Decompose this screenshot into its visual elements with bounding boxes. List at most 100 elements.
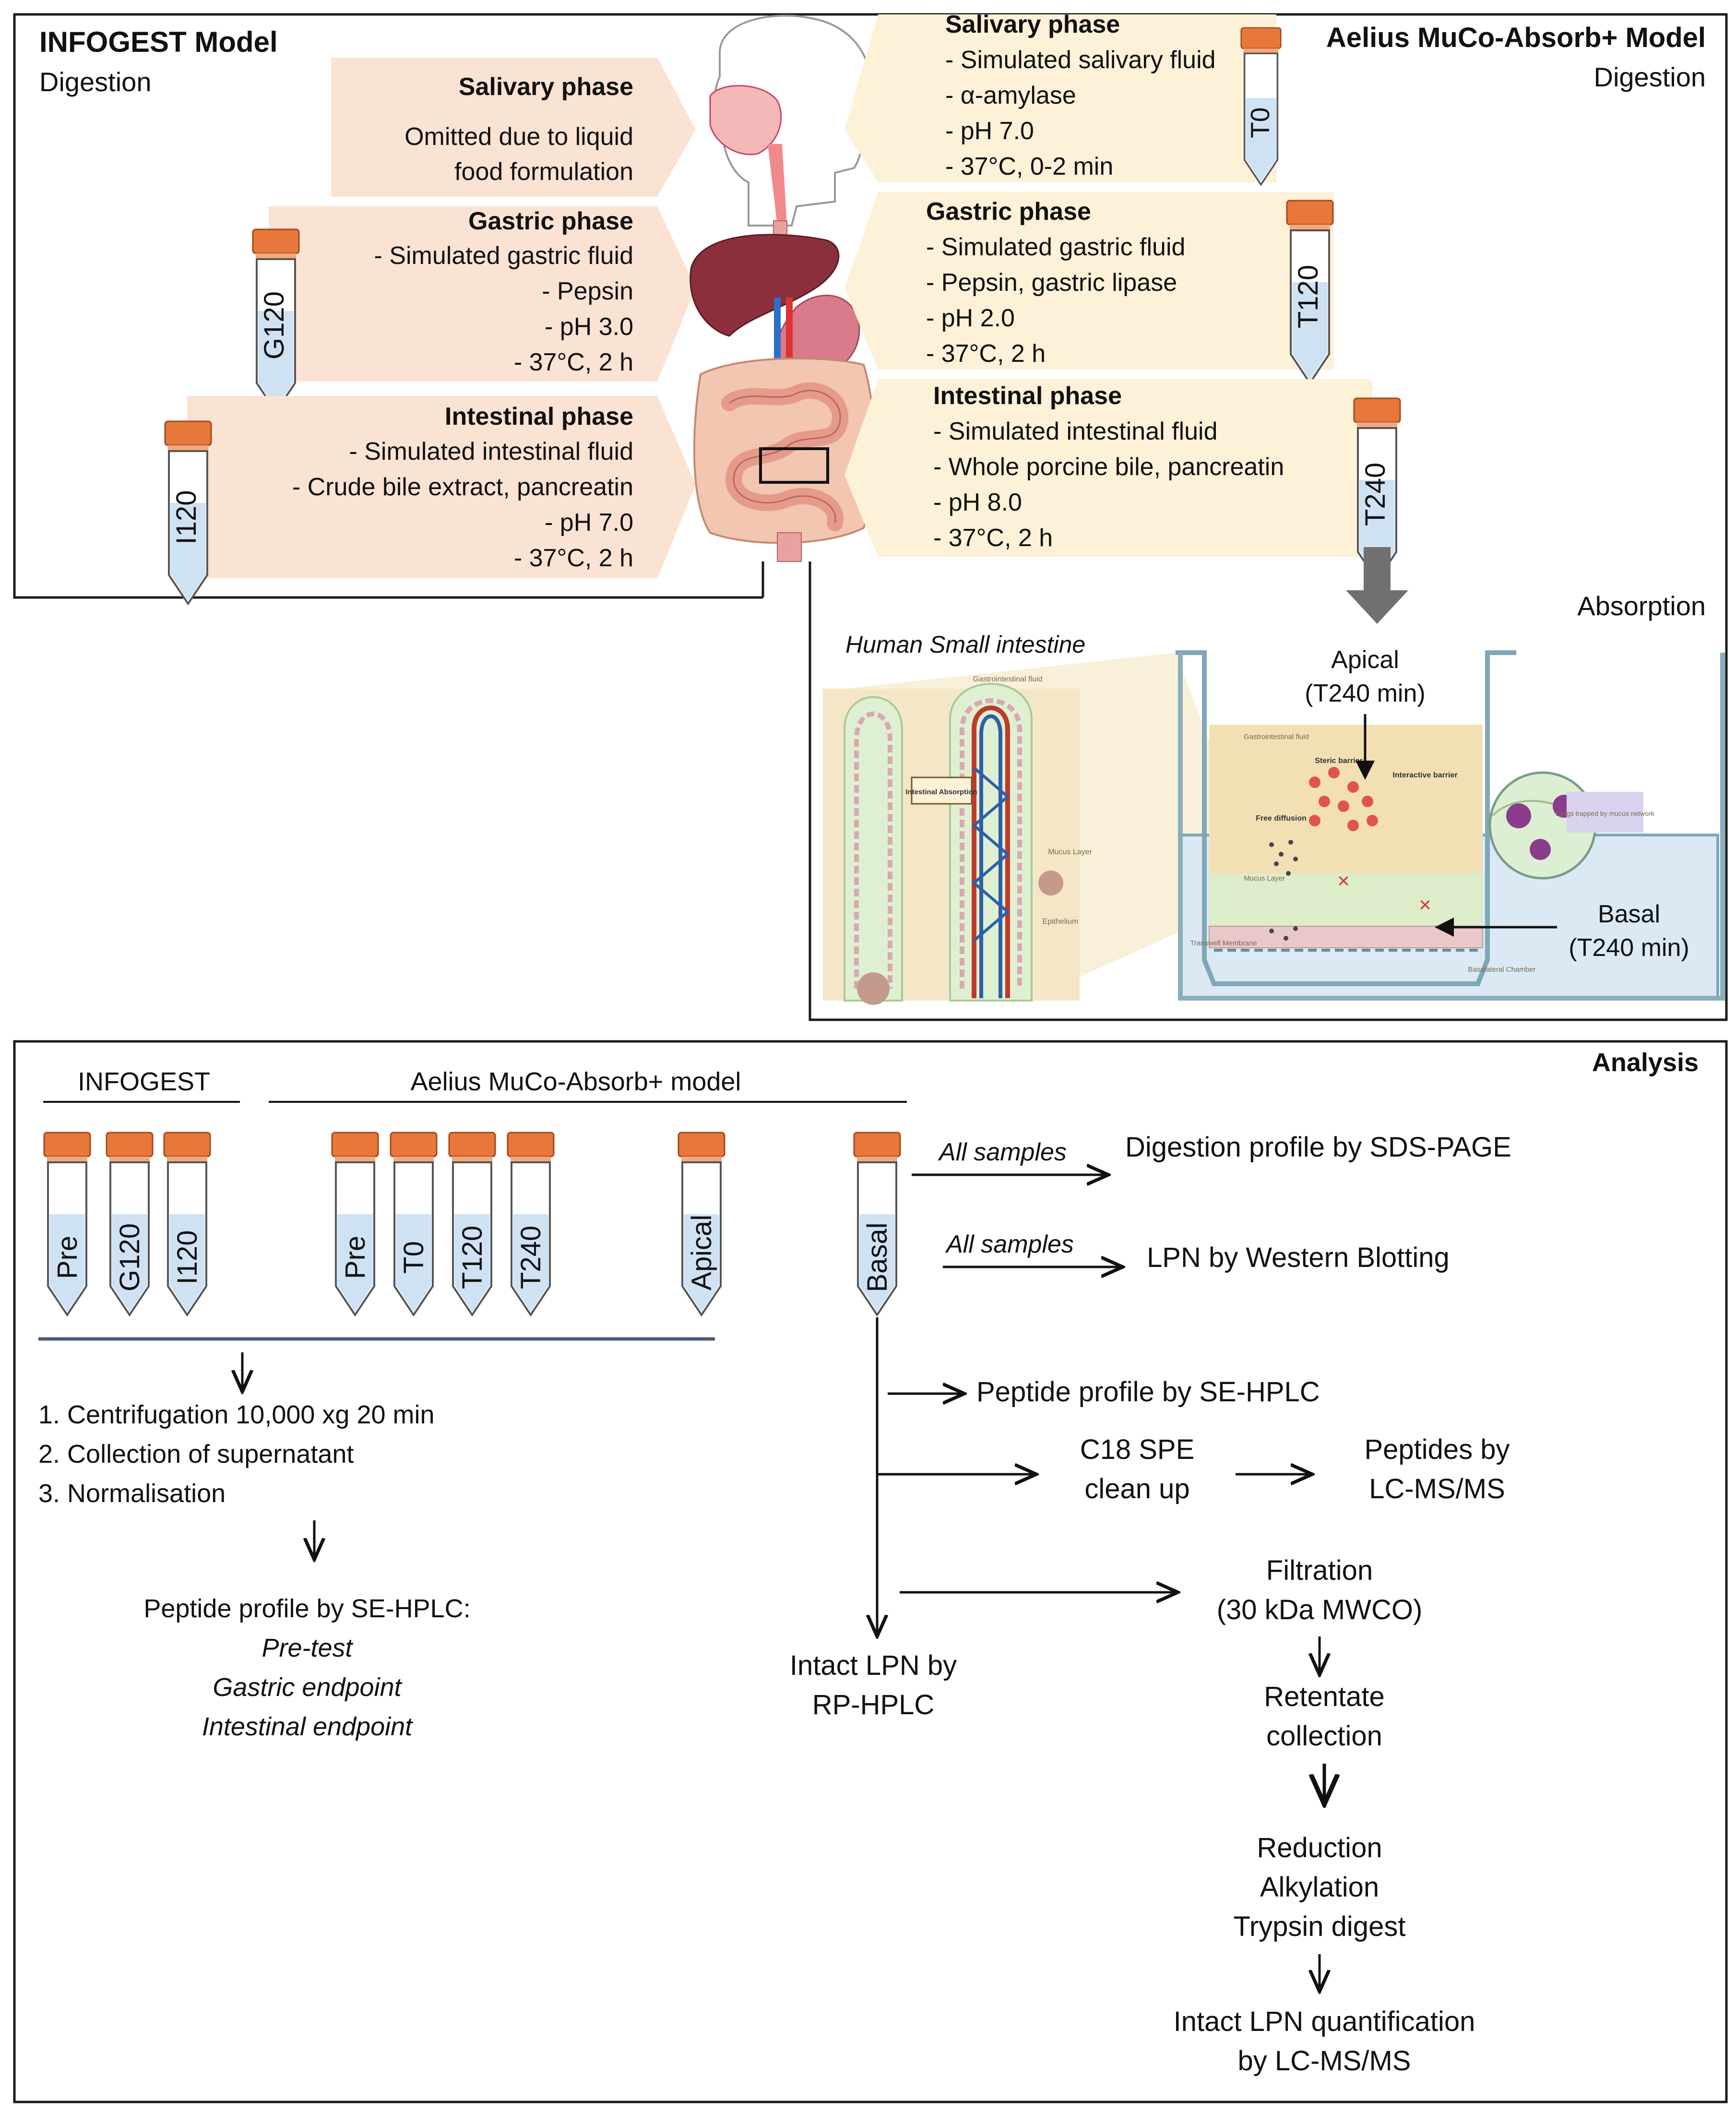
svg-text:T240: T240 bbox=[515, 1226, 547, 1289]
steric-barrier-label: Steric barrier bbox=[1315, 757, 1363, 765]
aelius-salivary-line-3: - pH 7.0 bbox=[945, 117, 1034, 145]
infogest-gastric-line-1: - Simulated gastric fluid bbox=[374, 242, 633, 270]
svg-text:×: × bbox=[1337, 869, 1350, 893]
reduction-label-2: Alkylation bbox=[1260, 1872, 1379, 1903]
infogest-intestinal-line-3: - pH 7.0 bbox=[545, 509, 633, 537]
analysis-tube-basal: Basal bbox=[853, 1132, 901, 1316]
intestinal-absorption-label: Intestinal Absorption bbox=[905, 788, 977, 796]
svg-text:×: × bbox=[1419, 893, 1431, 917]
intact-rphplc-label-2: RP-HPLC bbox=[812, 1689, 935, 1720]
interactive-barrier-label: Interactive barrier bbox=[1392, 771, 1457, 779]
infogest-subtitle: Digestion bbox=[39, 67, 151, 97]
gi-fluid-label: Gastrointestinal fluid bbox=[973, 675, 1043, 683]
infogest-salivary-line-2: food formulation bbox=[454, 158, 633, 186]
drugs-trapped-label: Drugs trapped by mucus network bbox=[1556, 810, 1654, 817]
svg-text:I120: I120 bbox=[171, 490, 202, 545]
absorption-title: Absorption bbox=[1577, 591, 1706, 621]
analysis-tube-i120: I120 bbox=[163, 1132, 211, 1316]
aelius-intestinal-line-2: - Whole porcine bile, pancreatin bbox=[933, 453, 1284, 481]
apical-label: Apical bbox=[1331, 646, 1399, 674]
aelius-salivary-line-2: - α-amylase bbox=[945, 82, 1076, 109]
mucus-layer-label-2: Mucus Layer bbox=[1244, 874, 1285, 883]
step-3: 3. Normalisation bbox=[38, 1479, 226, 1508]
peptides-label-1: Peptides by bbox=[1364, 1434, 1510, 1465]
reduction-label-3: Trypsin digest bbox=[1234, 1911, 1406, 1942]
infogest-gastric-line-2: - Pepsin bbox=[542, 277, 633, 305]
analysis-title: Analysis bbox=[1592, 1048, 1699, 1077]
reduction-label-1: Reduction bbox=[1257, 1832, 1382, 1863]
free-diffusion-label: Free diffusion bbox=[1256, 814, 1307, 823]
aelius-intestinal-line-3: - pH 8.0 bbox=[933, 489, 1022, 516]
epithelium-label: Epithelium bbox=[1043, 918, 1079, 926]
tube-t120: T120 bbox=[1286, 200, 1334, 384]
all-samples-1: All samples bbox=[938, 1138, 1067, 1166]
svg-text:T120: T120 bbox=[457, 1226, 488, 1289]
aelius-panel: Aelius MuCo-Absorb+ Model Digestion Sali… bbox=[809, 11, 1728, 1021]
grey-down-arrow bbox=[1346, 547, 1408, 624]
step-1: 1. Centrifugation 10,000 xg 20 min bbox=[38, 1400, 435, 1429]
retentate-label-2: collection bbox=[1266, 1720, 1382, 1752]
aelius-gastric-line-2: - Pepsin, gastric lipase bbox=[926, 269, 1177, 297]
aelius-intestinal-line-1: - Simulated intestinal fluid bbox=[933, 418, 1218, 445]
all-samples-2: All samples bbox=[945, 1230, 1074, 1258]
analysis-tube-t120: T120 bbox=[448, 1132, 496, 1316]
filtration-label-1: Filtration bbox=[1266, 1555, 1373, 1586]
transwell-label: Transwell Membrane bbox=[1190, 939, 1257, 947]
infogest-salivary-title: Salivary phase bbox=[459, 73, 633, 101]
retentate-label-1: Retentate bbox=[1264, 1681, 1385, 1712]
aelius-gastric-title: Gastric phase bbox=[926, 198, 1091, 226]
intact-quant-label-2: by LC-MS/MS bbox=[1238, 2045, 1411, 2077]
infogest-panel: INFOGEST Model Digestion Salivary phase … bbox=[13, 13, 883, 605]
sehplc-intestinal: Intestinal endpoint bbox=[202, 1712, 413, 1741]
analysis-tube-g120: G120 bbox=[106, 1132, 154, 1316]
tube-g120: G120 bbox=[252, 228, 300, 413]
aelius-gastric-line-1: - Simulated gastric fluid bbox=[926, 233, 1185, 261]
infogest-gastric-title: Gastric phase bbox=[468, 207, 633, 235]
sehplc-pretest: Pre-test bbox=[262, 1634, 353, 1662]
aelius-salivary-title: Salivary phase bbox=[945, 11, 1120, 38]
filtration-label-2: (30 kDa MWCO) bbox=[1217, 1594, 1423, 1625]
analysis-tube-pre-infogest: Pre bbox=[43, 1132, 91, 1316]
svg-text:T0: T0 bbox=[1245, 107, 1275, 138]
sds-page-label: Digestion profile by SDS-PAGE bbox=[1125, 1132, 1511, 1163]
infogest-intestinal-box bbox=[187, 396, 696, 578]
gi-fluid-label-2: Gastrointestinal fluid bbox=[1244, 733, 1309, 741]
svg-text:I120: I120 bbox=[172, 1230, 203, 1285]
intact-rphplc-label-1: Intact LPN by bbox=[790, 1650, 957, 1681]
svg-text:Pre: Pre bbox=[52, 1236, 83, 1279]
mucus-layer-label: Mucus Layer bbox=[1048, 848, 1092, 856]
aelius-gastric-line-3: - pH 2.0 bbox=[926, 304, 1015, 332]
analysis-panel: Analysis INFOGEST Aelius MuCo-Absorb+ mo… bbox=[13, 1040, 1728, 2103]
peptide-profile-label: Peptide profile by SE-HPLC bbox=[976, 1376, 1320, 1408]
analysis-tube-pre-aelius: Pre bbox=[331, 1132, 379, 1316]
analysis-tube-t240: T240 bbox=[507, 1132, 555, 1316]
infogest-gastric-box bbox=[269, 206, 696, 382]
peptides-label-2: LC-MS/MS bbox=[1369, 1473, 1505, 1504]
svg-text:T120: T120 bbox=[1293, 265, 1324, 328]
aelius-intestinal-box bbox=[844, 379, 1372, 557]
sehplc-gastric: Gastric endpoint bbox=[213, 1673, 402, 1702]
svg-text:Basal: Basal bbox=[862, 1222, 893, 1292]
svg-text:T240: T240 bbox=[1360, 463, 1391, 526]
western-label: LPN by Western Blotting bbox=[1147, 1242, 1450, 1273]
absorption-illustration: Gastrointestinal fluid Intestinal Absorp… bbox=[823, 646, 1725, 1005]
aelius-gastric-line-4: - 37°C, 2 h bbox=[926, 340, 1046, 368]
digestive-system-illustration bbox=[690, 14, 876, 562]
basal-time-label: (T240 min) bbox=[1569, 934, 1689, 962]
intact-quant-label-1: Intact LPN quantification bbox=[1174, 2006, 1475, 2037]
tube-t240: T240 bbox=[1353, 397, 1401, 582]
infogest-gastric-line-4: - 37°C, 2 h bbox=[514, 348, 633, 376]
aelius-salivary-line-4: - 37°C, 0-2 min bbox=[945, 153, 1113, 180]
infogest-title: INFOGEST Model bbox=[39, 26, 278, 58]
basal-label: Basal bbox=[1598, 900, 1660, 928]
sehplc-title: Peptide profile by SE-HPLC: bbox=[143, 1594, 470, 1623]
infogest-gastric-line-3: - pH 3.0 bbox=[545, 313, 633, 341]
human-small-intestine-label: Human Small intestine bbox=[845, 631, 1085, 658]
aelius-subtitle: Digestion bbox=[1594, 62, 1706, 92]
analysis-tube-apical: Apical bbox=[678, 1132, 725, 1316]
aelius-title: Aelius MuCo-Absorb+ Model bbox=[1326, 22, 1706, 53]
c18-label-1: C18 SPE bbox=[1080, 1434, 1195, 1465]
step-2: 2. Collection of supernatant bbox=[38, 1440, 354, 1468]
analysis-infogest-label: INFOGEST bbox=[78, 1067, 210, 1096]
analysis-tube-t0: T0 bbox=[390, 1132, 438, 1316]
